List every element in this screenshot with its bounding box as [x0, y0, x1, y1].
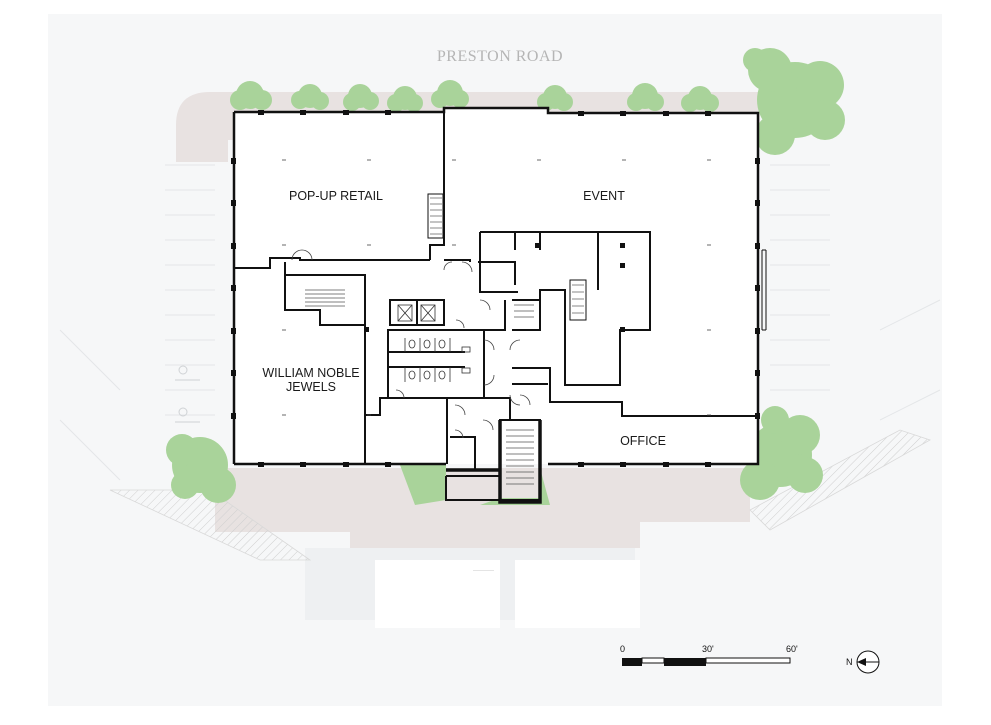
- parking-lines-left: [59, 164, 215, 481]
- room-label-william-noble: WILLIAM NOBLE: [262, 366, 359, 380]
- planter-entry-right: [480, 468, 550, 505]
- ramp-hatch-right: [749, 429, 931, 531]
- door-swings: [291, 249, 531, 439]
- storefront-right: [761, 249, 767, 331]
- tree-corner-northeast: [743, 48, 845, 155]
- bottom-plaza: [215, 468, 750, 548]
- interior-columns: [364, 243, 760, 332]
- building-footprint: [234, 108, 758, 464]
- tree-corner-southwest: [166, 434, 236, 503]
- planter-entry-left: [400, 465, 446, 505]
- scale-label-60: 60': [786, 644, 798, 654]
- road-label: PRESTON ROAD: [437, 48, 563, 65]
- core-walls: [446, 420, 542, 504]
- scale-label-zero: 0: [620, 644, 625, 654]
- garage-entry-right: [515, 560, 640, 628]
- parking-lines-right: [770, 164, 941, 421]
- restroom-fixtures: [397, 304, 471, 382]
- tree-corner-southeast: [740, 406, 823, 500]
- room-label-office: OFFICE: [620, 434, 666, 448]
- bike-racks: [175, 365, 200, 423]
- scale-label-30: 30': [702, 644, 714, 654]
- room-label-jewels: JEWELS: [286, 380, 336, 394]
- trees-top: [230, 80, 719, 112]
- garage-entry-left: [375, 560, 500, 628]
- room-label-event: EVENT: [583, 189, 625, 203]
- stair-treads: [305, 197, 584, 485]
- column-markers: [282, 159, 711, 416]
- room-label-popup-retail: POP-UP RETAIL: [289, 189, 383, 203]
- interior-walls: [234, 112, 758, 501]
- scale-bar: 0 30' 60': [620, 644, 798, 666]
- drive-marking: ———: [473, 567, 494, 574]
- north-label: N: [846, 657, 853, 667]
- stair-outlines: [427, 193, 587, 321]
- north-arrow-icon: N: [846, 650, 880, 674]
